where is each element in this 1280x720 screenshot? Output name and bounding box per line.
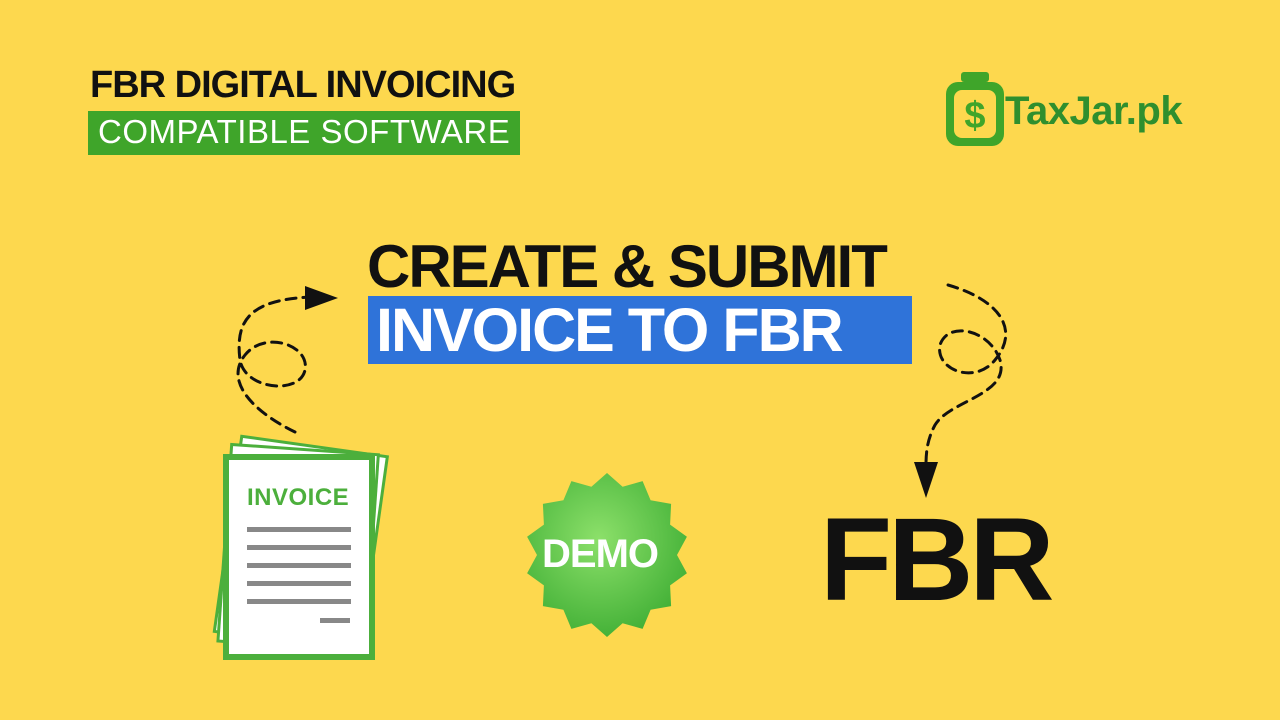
header-line-2: COMPATIBLE SOFTWARE — [88, 111, 521, 155]
title-line-1: CREATE & SUBMIT — [367, 233, 888, 300]
invoice-document-icon — [212, 434, 390, 660]
left-dashed-path — [236, 295, 312, 434]
left-arrowhead-icon — [305, 286, 338, 310]
title-line-2: INVOICE TO FBR — [376, 296, 844, 364]
dollar-jar-icon: $ — [946, 72, 1004, 146]
title-line-2-highlight — [368, 296, 912, 364]
logo-text: TaxJar.pk — [1005, 89, 1183, 133]
svg-text:$: $ — [964, 95, 985, 137]
demo-badge-icon — [527, 473, 687, 637]
demo-badge-label: DEMO — [542, 532, 659, 576]
right-dashed-path — [924, 283, 1008, 467]
right-arrowhead-icon — [914, 462, 938, 498]
invoice-label: INVOICE — [247, 484, 350, 511]
fbr-label: FBR — [820, 494, 1055, 626]
header-line-1: FBR DIGITAL INVOICING — [90, 64, 516, 106]
